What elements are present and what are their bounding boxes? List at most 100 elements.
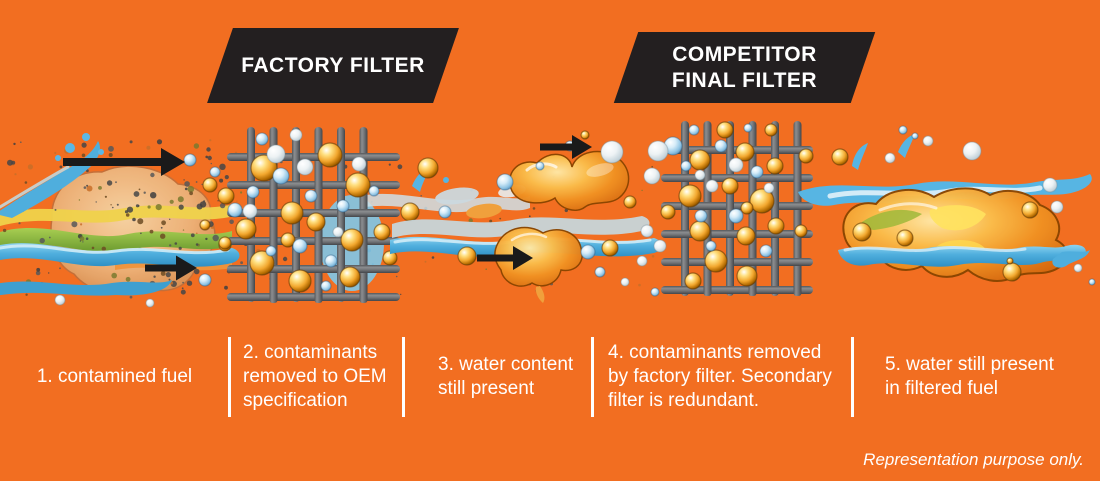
speckle-dot [59,165,63,169]
fuel-water-droplet-icon [794,224,808,238]
fuel-water-droplet-icon [304,189,318,203]
fuel-blob [50,165,216,295]
speckle-dot [81,153,86,158]
speckle-dot [169,244,172,247]
speckle-dot [125,213,130,217]
fuel-water-droplet-icon [600,140,624,164]
speckle-dot [149,229,154,234]
speckle-dot [240,191,243,194]
speckle-dot [165,272,171,278]
mesh-weave [314,179,323,191]
speckle-dot [13,142,16,146]
fuel-swirl-yellow [929,205,986,231]
mesh-weave [726,200,734,212]
factory-filter-tag: FACTORY FILTER [207,28,459,103]
speckle-dot [169,218,171,220]
fuel-water-droplet-icon [721,177,739,195]
mesh-weave [292,151,300,163]
fuel-water-droplet-icon [759,244,773,258]
speckle-dot [181,287,184,290]
caption-divider [228,337,231,417]
speckle-dot [11,160,16,165]
speckle-dot [59,267,61,270]
speckle-dot [140,232,142,235]
speckle-dot [79,240,82,242]
fuel-water-droplet-icon [145,298,155,308]
fuel-water-droplet-icon [227,202,243,218]
fuel-water-droplet-icon [660,204,676,220]
speckle-dot [108,145,114,152]
fuel-water-droplet-icon [623,195,637,209]
speckle-dot [54,151,57,155]
speckle-dot [424,260,427,263]
fuel-water-droplet-icon [898,125,908,135]
mesh-weave [247,151,255,163]
speckle-dot [135,204,140,208]
fuel-water-droplet-icon [373,223,391,241]
speckle-dot [54,208,57,211]
fuel-water-droplet-icon [280,232,296,248]
fuel-water-droplet-icon [266,144,286,164]
water-highlight [0,244,230,255]
fuel-water-droplet-icon [750,165,764,179]
speckle-dot [651,254,655,258]
speckle-dot [489,219,493,223]
speckle-dot [195,243,199,246]
fuel-water-droplet-icon [705,179,719,193]
mesh-weave [269,291,278,303]
mesh-weave [681,144,689,156]
fuel-water-droplet-icon [580,244,596,260]
fuel-water-droplet-icon [535,161,545,171]
speckle-dot [78,199,81,201]
speckle-dot [86,184,89,187]
fuel-water-droplet-icon [183,153,197,167]
fuel-water-droplet-icon [620,277,630,287]
speckle-dot [169,199,174,204]
fuel-water-droplet-icon [647,140,669,162]
fuel-water-droplet-icon [296,158,314,176]
fuel-water-droplet-icon [368,185,380,197]
fuel-water-droplet-icon [255,132,269,146]
speckle-dot [2,228,7,233]
speckle-dot [108,153,113,157]
water-splash-shape [0,141,100,218]
speckle-dot [420,195,423,197]
fuel-water-droplet-icon [650,287,660,297]
fuel-water-droplet-icon [705,240,717,252]
speckle-dot [35,270,41,276]
fuel-water-droplet-icon [457,246,477,266]
speckle-dot [98,186,102,190]
fuel-water-droplet-icon [351,156,367,172]
speckle-dot [82,241,84,243]
fuel-water-droplet-icon [332,226,344,238]
speckle-dot [400,293,402,296]
mesh-bar-horizontal [661,174,813,182]
caption-step-2: 2. contaminants removed to OEM specifica… [243,341,387,412]
fuel-water-droplet-icon [324,254,338,268]
mesh-weave [703,284,712,296]
speckle-dot [170,281,174,285]
speckle-dot [184,187,188,191]
fuel-water-droplet-icon [54,294,66,306]
fuel-water-droplet-icon [684,272,702,290]
water-highlight [0,165,70,209]
speckle-dot [112,206,114,209]
speckle-dot [83,186,87,189]
mesh-bar-horizontal [227,293,400,301]
competitor-filter-tag-text: COMPETITOR FINAL FILTER [671,42,818,92]
fuel-water-droplet-icon [250,154,278,182]
fuel-water-droplet-icon [740,201,754,215]
blob-gloss [878,202,938,212]
fuel-capsule [466,203,502,219]
speckle-dot [143,191,146,194]
factory-filter-tag-text: FACTORY FILTER [241,53,425,77]
mesh-bar-horizontal [661,286,813,294]
fuel-water-droplet-icon [417,157,439,179]
speckle-dot [224,285,228,290]
fuel-water-droplet-icon [594,266,606,278]
mesh-droplets [620,121,814,290]
fuel-water-droplet-icon [249,250,275,276]
speckle-dot [187,185,195,193]
fuel-water-droplet-icon [336,199,350,213]
speckle-dot [219,178,224,183]
